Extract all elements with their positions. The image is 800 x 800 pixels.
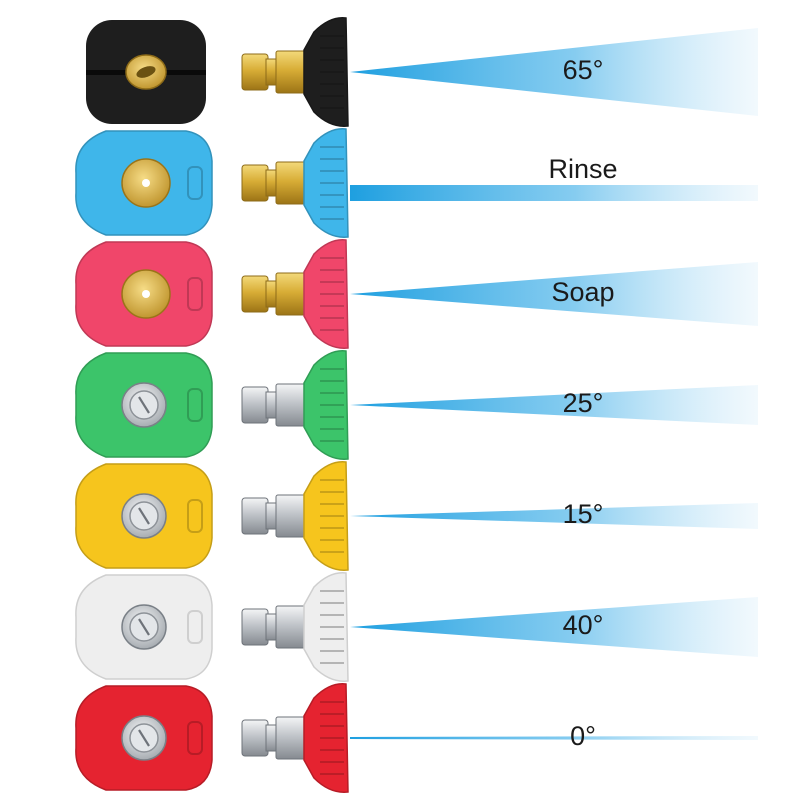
- plug-hex: [275, 716, 307, 760]
- nozzle-front-cap: [86, 20, 206, 124]
- spray-label: 65°: [563, 55, 604, 85]
- plug-tip: [241, 275, 269, 313]
- nozzle-row: Rinse: [75, 128, 758, 238]
- cap-grip-tab: [187, 277, 203, 311]
- nozzle-row: 25°: [75, 350, 758, 460]
- spray-pattern: [350, 262, 758, 326]
- orifice-hole: [142, 290, 150, 298]
- nozzle-side-view: [241, 683, 349, 793]
- spray-pattern: [350, 736, 758, 740]
- spray-pattern: [350, 385, 758, 425]
- nozzle-side-view: [241, 128, 349, 238]
- spray-pattern: [350, 185, 758, 201]
- plug-tip: [241, 608, 269, 646]
- nozzle-front-cap: [75, 130, 213, 236]
- cap-grip-tab: [187, 388, 203, 422]
- plug-hex: [275, 494, 307, 538]
- plug-tip: [241, 53, 269, 91]
- nozzle-row: 65°: [86, 17, 758, 127]
- cap-grip-tab: [187, 499, 203, 533]
- orifice-slot: [138, 618, 150, 636]
- plug-tip: [241, 497, 269, 535]
- orifice-slot: [136, 66, 156, 78]
- nozzle-row: 0°: [75, 683, 758, 793]
- spray-label: 0°: [570, 721, 596, 751]
- nozzle-side-view: [241, 572, 349, 682]
- spray-label: Soap: [551, 277, 614, 307]
- nozzle-side-view: [241, 239, 349, 349]
- orifice-slot: [138, 729, 150, 747]
- nozzle-side-view: [241, 461, 349, 571]
- cap-grip-tab: [187, 610, 203, 644]
- plug-tip: [241, 719, 269, 757]
- spray-label: 15°: [563, 499, 604, 529]
- orifice-slot: [138, 396, 150, 414]
- nozzle-side-view: [241, 17, 349, 127]
- plug-tip: [241, 164, 269, 202]
- nozzle-front-cap: [75, 685, 213, 791]
- orifice-slot: [138, 507, 150, 525]
- nozzle-row: Soap: [75, 239, 758, 349]
- nozzle-front-cap: [75, 574, 213, 680]
- plug-tip: [241, 386, 269, 424]
- plug-hex: [275, 383, 307, 427]
- plug-hex: [275, 161, 307, 205]
- spray-label: Rinse: [548, 154, 617, 184]
- spray-pattern: [350, 28, 758, 116]
- nozzle-front-cap: [75, 241, 213, 347]
- spray-pattern: [350, 503, 758, 529]
- orifice-hole: [142, 179, 150, 187]
- cap-grip-tab: [187, 166, 203, 200]
- nozzle-side-view: [241, 350, 349, 460]
- spray-label: 25°: [563, 388, 604, 418]
- nozzle-front-cap: [75, 352, 213, 458]
- cap-grip-tab: [187, 721, 203, 755]
- spray-label: 40°: [563, 610, 604, 640]
- nozzle-row: 15°: [75, 461, 758, 571]
- spray-pattern: [350, 597, 758, 657]
- nozzle-front-cap: [75, 463, 213, 569]
- nozzle-row: 40°: [75, 572, 758, 682]
- plug-hex: [275, 272, 307, 316]
- plug-hex: [275, 605, 307, 649]
- plug-hex: [275, 50, 307, 94]
